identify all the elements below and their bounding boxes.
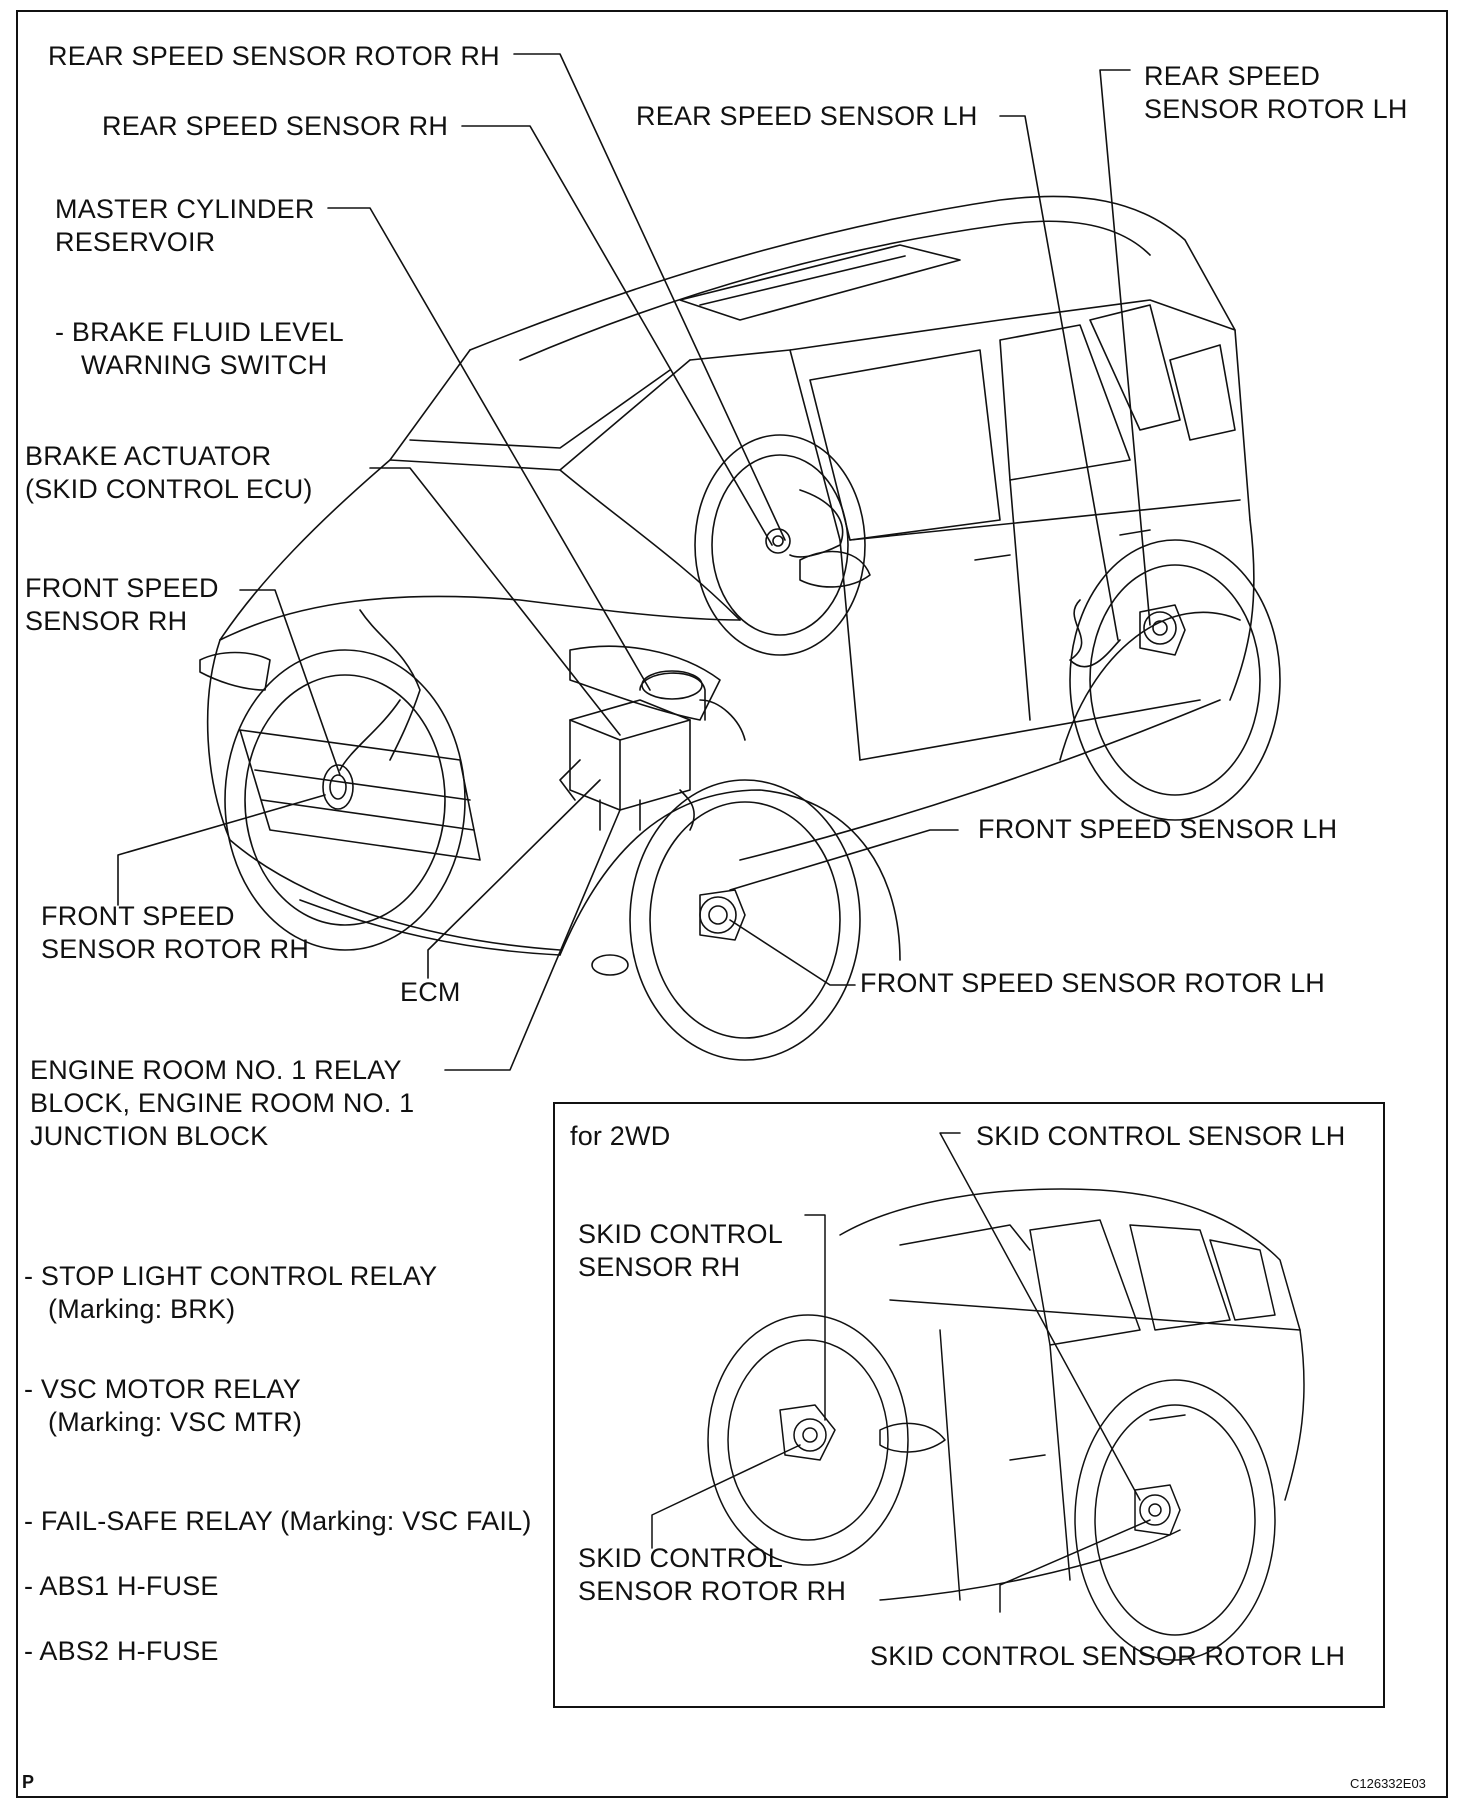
engine-room-line2: BLOCK, ENGINE ROOM NO. 1 bbox=[30, 1088, 415, 1118]
inset-2wd-box bbox=[553, 1102, 1385, 1708]
front-speed-sensor-lh-label: FRONT SPEED SENSOR LH bbox=[978, 814, 1338, 844]
front-right-wheel bbox=[224, 649, 466, 951]
vehicle-body bbox=[199, 195, 1255, 976]
vsc-motor-relay-label: - VSC MOTOR RELAY (Marking: VSC MTR) bbox=[24, 1373, 302, 1439]
leader-lines bbox=[117, 53, 1151, 1071]
rear-speed-sensor-rh-label: REAR SPEED SENSOR RH bbox=[102, 111, 449, 141]
rear-left-wheel bbox=[1069, 539, 1281, 821]
fail-safe-relay-label: - FAIL-SAFE RELAY (Marking: VSC FAIL) bbox=[24, 1506, 532, 1536]
rear-speed-sensor-rotor-lh-label: REAR SPEED SENSOR ROTOR LH bbox=[1144, 60, 1408, 126]
ecm-label: ECM bbox=[400, 977, 461, 1007]
rear-right-wheel bbox=[694, 434, 866, 656]
engine-room-line1: ENGINE ROOM NO. 1 RELAY bbox=[30, 1055, 402, 1085]
master-cylinder-line2: RESERVOIR bbox=[55, 227, 216, 257]
diagram-frame bbox=[16, 10, 1448, 1798]
page-mark: P bbox=[22, 1772, 35, 1792]
skid-rotor-rh-line1: SKID CONTROL bbox=[578, 1543, 783, 1573]
engine-room-line3: JUNCTION BLOCK bbox=[30, 1121, 269, 1151]
rear-speed-sensor-rotor-rh-label: REAR SPEED SENSOR ROTOR RH bbox=[48, 41, 500, 71]
sensor-harnesses bbox=[339, 489, 1121, 831]
vsc-motor-line1: - VSC MOTOR RELAY bbox=[24, 1374, 301, 1404]
rear-speed-sensor-rotor-lh-line2: SENSOR ROTOR LH bbox=[1144, 94, 1408, 124]
front-speed-sensor-rotor-rh-line2: SENSOR ROTOR RH bbox=[41, 934, 310, 964]
skid-control-sensor-rotor-lh-label: SKID CONTROL SENSOR ROTOR LH bbox=[870, 1641, 1346, 1671]
brake-fluid-level-warning-switch-label: - BRAKE FLUID LEVEL WARNING SWITCH bbox=[55, 316, 344, 382]
inset-title: for 2WD bbox=[570, 1121, 671, 1151]
front-speed-sensor-rh-label: FRONT SPEED SENSOR RH bbox=[25, 572, 219, 638]
engine-room-relay-block-label: ENGINE ROOM NO. 1 RELAY BLOCK, ENGINE RO… bbox=[30, 1054, 414, 1153]
stop-light-line1: - STOP LIGHT CONTROL RELAY bbox=[24, 1261, 438, 1291]
skid-rotor-rh-line2: SENSOR ROTOR RH bbox=[578, 1576, 847, 1606]
skid-control-sensor-lh-label: SKID CONTROL SENSOR LH bbox=[976, 1121, 1346, 1151]
brake-actuator-label: BRAKE ACTUATOR (SKID CONTROL ECU) bbox=[25, 440, 313, 506]
front-speed-sensor-rotor-rh-line1: FRONT SPEED bbox=[41, 901, 235, 931]
rear-speed-sensor-rotor-lh-line1: REAR SPEED bbox=[1144, 61, 1321, 91]
brake-actuator-line1: BRAKE ACTUATOR bbox=[25, 441, 272, 471]
figure-code: C126332E03 bbox=[1350, 1776, 1426, 1791]
skid-rh-line2: SENSOR RH bbox=[578, 1252, 741, 1282]
rear-speed-sensor-lh-label: REAR SPEED SENSOR LH bbox=[636, 101, 978, 131]
front-speed-sensor-rh-line1: FRONT SPEED bbox=[25, 573, 219, 603]
master-cylinder-line1: MASTER CYLINDER bbox=[55, 194, 315, 224]
stop-light-line2: (Marking: BRK) bbox=[48, 1294, 236, 1324]
brake-actuator-assembly bbox=[559, 670, 746, 831]
skid-rh-line1: SKID CONTROL bbox=[578, 1219, 783, 1249]
stop-light-control-relay-label: - STOP LIGHT CONTROL RELAY (Marking: BRK… bbox=[24, 1260, 437, 1326]
inset-illustration bbox=[651, 1132, 1305, 1661]
brake-fluid-line1: - BRAKE FLUID LEVEL bbox=[55, 317, 344, 347]
brake-fluid-line2: WARNING SWITCH bbox=[81, 350, 328, 380]
front-speed-sensor-rotor-lh-label: FRONT SPEED SENSOR ROTOR LH bbox=[860, 968, 1325, 998]
skid-control-sensor-rh-label: SKID CONTROL SENSOR RH bbox=[578, 1218, 783, 1284]
brake-actuator-line2: (SKID CONTROL ECU) bbox=[25, 474, 313, 504]
front-speed-sensor-rh-line2: SENSOR RH bbox=[25, 606, 188, 636]
abs1-h-fuse-label: - ABS1 H-FUSE bbox=[24, 1571, 219, 1601]
abs2-h-fuse-label: - ABS2 H-FUSE bbox=[24, 1636, 219, 1666]
vsc-motor-line2: (Marking: VSC MTR) bbox=[48, 1407, 303, 1437]
front-left-wheel bbox=[629, 779, 861, 1061]
skid-control-sensor-rotor-rh-label: SKID CONTROL SENSOR ROTOR RH bbox=[578, 1542, 846, 1608]
front-speed-sensor-rotor-rh-label: FRONT SPEED SENSOR ROTOR RH bbox=[41, 900, 309, 966]
master-cylinder-reservoir-label: MASTER CYLINDER RESERVOIR bbox=[55, 193, 315, 259]
